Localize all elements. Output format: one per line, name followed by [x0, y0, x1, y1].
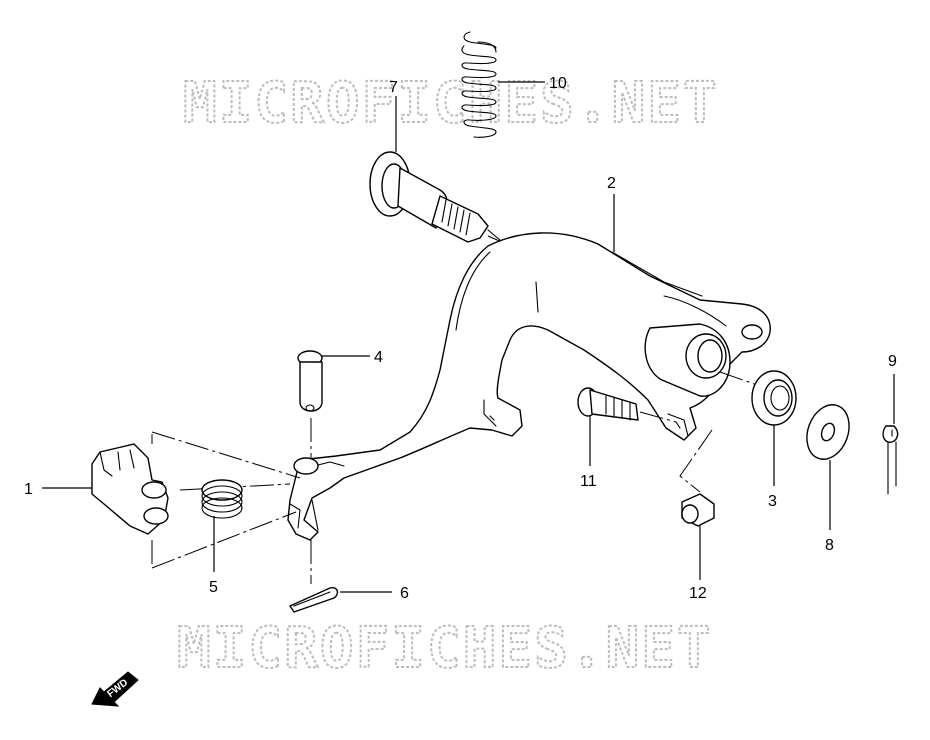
callout-11: 11 — [580, 473, 597, 490]
part-12-nut — [681, 493, 715, 527]
part-3-seal — [751, 370, 797, 426]
part-5-spring — [201, 479, 243, 519]
callout-2: 2 — [607, 175, 616, 192]
part-7-pivot-bolt — [369, 151, 501, 243]
callout-4: 4 — [374, 349, 383, 366]
watermark-bottom: MICROFICHES.NET — [177, 616, 713, 681]
callout-9: 9 — [888, 353, 897, 370]
part-9-cotter-pin — [882, 425, 899, 495]
part-8-washer — [806, 404, 850, 460]
part-10-spring — [461, 31, 497, 138]
part-2-brake-pedal — [287, 232, 771, 541]
callout-1: 1 — [24, 481, 33, 498]
callout-5: 5 — [209, 579, 218, 596]
part-1-clevis — [91, 443, 169, 535]
part-4-clevis-pin — [297, 350, 323, 412]
watermark-top: MICROFICHES.NET — [183, 71, 719, 136]
part-11-bolt — [577, 387, 639, 421]
callout-3: 3 — [768, 493, 777, 510]
callout-12: 12 — [689, 585, 707, 602]
callout-10: 10 — [549, 75, 567, 92]
callout-8: 8 — [825, 537, 834, 554]
fwd-arrow-icon: FWD — [91, 671, 139, 707]
part-6-cotter-pin — [289, 586, 339, 613]
callout-6: 6 — [400, 585, 409, 602]
callout-7: 7 — [389, 79, 398, 96]
